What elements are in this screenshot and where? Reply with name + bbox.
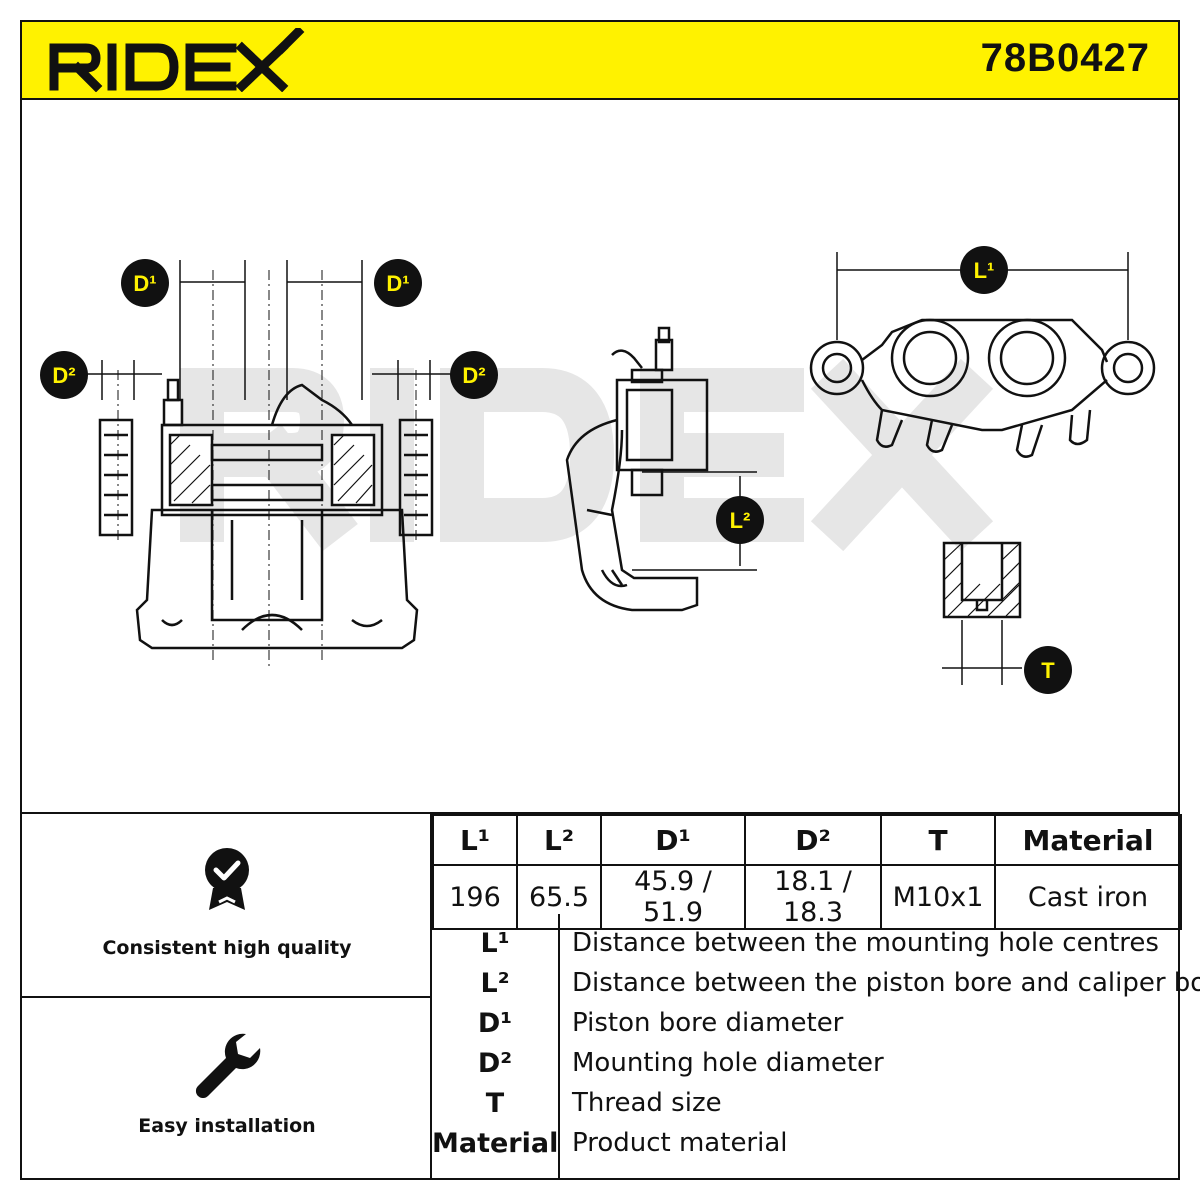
legend-desc: Distance between the mounting hole centr… bbox=[572, 928, 1159, 958]
t-label: T bbox=[1041, 658, 1055, 683]
feature-quality: Consistent high quality bbox=[22, 846, 432, 959]
feature-installation-label: Easy installation bbox=[138, 1115, 316, 1137]
d1-dimensions bbox=[82, 260, 452, 400]
divider-features-horizontal bbox=[20, 996, 432, 998]
side-view bbox=[565, 326, 709, 612]
legend-desc: Product material bbox=[572, 1128, 788, 1158]
legend-desc: Mounting hole diameter bbox=[572, 1048, 884, 1078]
divider-drawing-table bbox=[20, 812, 1180, 814]
spec-header-row: L¹ L² D¹ D² T Material bbox=[432, 814, 1182, 866]
legend-divider bbox=[558, 914, 560, 1180]
spec-value-t: M10x1 bbox=[880, 864, 996, 930]
l2-label: L² bbox=[730, 508, 751, 533]
feature-installation: Easy installation bbox=[22, 1028, 432, 1137]
d1-right-label: D¹ bbox=[386, 271, 409, 296]
centre-lines bbox=[117, 270, 417, 670]
d2-right-marker: D² bbox=[450, 351, 498, 399]
legend-key: D² bbox=[477, 1048, 513, 1079]
l2-marker: L² bbox=[716, 496, 764, 544]
spec-value-d1: 45.9 / 51.9 bbox=[600, 864, 746, 930]
spec-header-d2: D² bbox=[744, 814, 882, 866]
legend-row: T Thread size bbox=[432, 1088, 1180, 1128]
legend-key: L² bbox=[480, 968, 510, 999]
feature-quality-label: Consistent high quality bbox=[102, 937, 352, 959]
t-dimension bbox=[942, 620, 1022, 685]
legend-key: D¹ bbox=[477, 1008, 513, 1039]
d2-right-label: D² bbox=[462, 363, 485, 388]
legend-key: L¹ bbox=[480, 928, 510, 959]
quality-badge-icon bbox=[205, 848, 249, 910]
d2-left-marker: D² bbox=[40, 351, 88, 399]
front-section-view bbox=[98, 378, 434, 650]
spec-header-t: T bbox=[880, 814, 996, 866]
spec-table: L¹ L² D¹ D² T Material 196 65.5 45.9 / 5… bbox=[432, 814, 1182, 930]
header-bar: 78B0427 bbox=[20, 20, 1180, 100]
thread-hatching bbox=[943, 542, 1021, 617]
spec-header-l1: L¹ bbox=[432, 814, 518, 866]
legend: L¹ Distance between the mounting hole ce… bbox=[432, 914, 1200, 1180]
spec-value-material: Cast iron bbox=[994, 864, 1182, 930]
d1-right-marker: D¹ bbox=[374, 259, 422, 307]
spec-header-d1: D¹ bbox=[600, 814, 746, 866]
legend-desc: Piston bore diameter bbox=[572, 1008, 844, 1038]
legend-desc: Distance between the piston bore and cal… bbox=[572, 968, 1200, 998]
wrench-icon bbox=[195, 1033, 261, 1099]
d2-left-label: D² bbox=[52, 363, 75, 388]
legend-key: T bbox=[485, 1088, 505, 1119]
spec-value-l1: 196 bbox=[432, 864, 518, 930]
legend-row: D² Mounting hole diameter bbox=[432, 1048, 1180, 1088]
ridex-logo bbox=[49, 28, 305, 92]
legend-row: Material Product material bbox=[432, 1128, 1180, 1168]
l1-marker: L¹ bbox=[960, 246, 1008, 294]
front-section-hatching bbox=[169, 434, 373, 504]
top-view bbox=[809, 318, 1156, 458]
spec-header-material: Material bbox=[994, 814, 1182, 866]
legend-row: L² Distance between the piston bore and … bbox=[432, 968, 1200, 1008]
spec-value-d2: 18.1 / 18.3 bbox=[744, 864, 882, 930]
legend-key: Material bbox=[432, 1128, 559, 1159]
thread-section bbox=[942, 541, 1022, 619]
d1-left-marker: D¹ bbox=[121, 259, 169, 307]
l1-label: L¹ bbox=[974, 258, 995, 283]
caliper-technical-drawing: D¹ D¹ D² D² L² bbox=[40, 246, 1156, 694]
legend-row: L¹ Distance between the mounting hole ce… bbox=[432, 928, 1180, 968]
part-number: 78B0427 bbox=[980, 36, 1150, 80]
t-marker: T bbox=[1024, 646, 1072, 694]
legend-row: D¹ Piston bore diameter bbox=[432, 1008, 1180, 1048]
d1-left-label: D¹ bbox=[133, 271, 156, 296]
legend-desc: Thread size bbox=[572, 1088, 722, 1118]
spec-header-l2: L² bbox=[516, 814, 602, 866]
